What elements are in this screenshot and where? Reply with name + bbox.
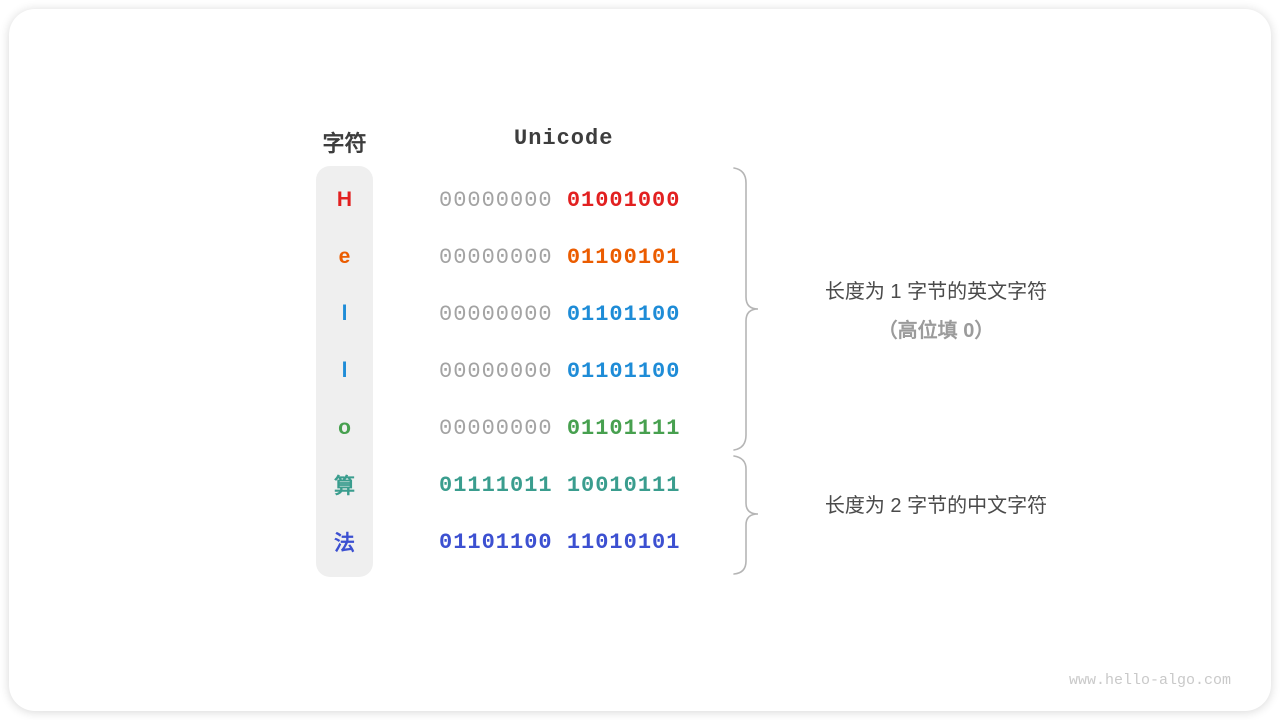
byte-low: 11010101 [566, 529, 681, 555]
row-unicode-bits: 00000000 01101111 [439, 416, 680, 441]
byte-low: 01100101 [566, 244, 681, 270]
byte-high: 00000000 [439, 415, 553, 441]
annotation-chinese-line1: 长度为 2 字节的中文字符 [824, 495, 1048, 517]
byte-low: 01101111 [566, 415, 681, 441]
row-char: 算 [334, 475, 355, 498]
table-row: l 00000000 01101100 [316, 286, 680, 343]
char-column-background [316, 166, 373, 577]
figure-card: 字符 Unicode H 00000000 01001000 e 00000000 0… [9, 9, 1271, 711]
row-unicode-bits: 01101100 11010101 [439, 530, 680, 555]
byte-high: 00000000 [439, 187, 553, 213]
annotation-english-line1: 长度为 1 字节的英文字符 [824, 281, 1048, 303]
byte-high: 01101100 [439, 529, 553, 555]
row-unicode-bits: 00000000 01101100 [439, 359, 680, 384]
row-char: l [341, 359, 348, 382]
row-unicode-bits: 00000000 01101100 [439, 302, 680, 327]
brace-chinese-group-icon [733, 455, 759, 575]
table-row: 算 01111011 10010111 [316, 457, 680, 514]
row-unicode-bits: 01111011 10010111 [439, 473, 680, 498]
byte-high: 00000000 [439, 358, 553, 384]
byte-low: 10010111 [566, 472, 681, 498]
byte-high: 00000000 [439, 244, 553, 270]
column-header-char: 字符 [322, 131, 367, 156]
byte-high: 01111011 [439, 472, 553, 498]
table-row: l 00000000 01101100 [316, 343, 680, 400]
byte-low: 01101100 [566, 358, 681, 384]
byte-low: 01001000 [566, 187, 681, 213]
brace-english-group-icon [733, 167, 759, 451]
table-row: H 00000000 01001000 [316, 172, 680, 229]
row-char: l [341, 302, 348, 325]
row-char: 法 [334, 532, 355, 555]
row-char: e [338, 245, 351, 268]
row-char: o [338, 416, 351, 439]
watermark: www.hello-algo.com [1068, 672, 1231, 689]
byte-high: 00000000 [439, 301, 553, 327]
annotation-english-line2: （高位填 0） [877, 320, 995, 342]
table-row: e 00000000 01100101 [316, 229, 680, 286]
table-row: o 00000000 01101111 [316, 400, 680, 457]
annotation-chinese-chars: 长度为 2 字节的中文字符 [769, 487, 1103, 525]
table-row: 法 01101100 11010101 [316, 514, 680, 571]
column-header-unicode: Unicode [514, 126, 614, 151]
annotation-english-chars: 长度为 1 字节的英文字符 （高位填 0） [769, 273, 1103, 351]
row-unicode-bits: 00000000 01001000 [439, 188, 680, 213]
row-char: H [336, 188, 353, 211]
row-unicode-bits: 00000000 01100101 [439, 245, 680, 270]
byte-low: 01101100 [566, 301, 681, 327]
